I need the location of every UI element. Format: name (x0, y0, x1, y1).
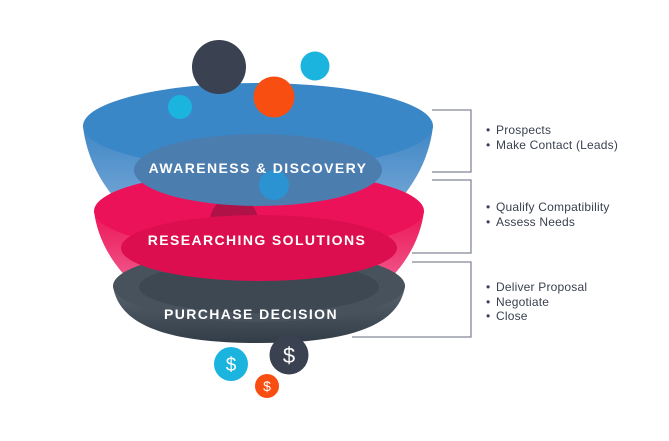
tier3-label: PURCHASE DECISION (164, 306, 338, 322)
dollar-icon: $ (263, 378, 271, 394)
bracket-tier1 (432, 109, 472, 173)
dollar-icon: $ (226, 355, 237, 376)
bracket-tier2 (412, 179, 472, 254)
annotation-text: Deliver Proposal (496, 280, 588, 294)
coin-cyan-circle (214, 347, 248, 381)
bullet-icon: • (486, 137, 491, 152)
bubble-charcoal (192, 40, 246, 94)
tier1-mouth-ellipse (134, 134, 382, 206)
tier2-mouth-ellipse (121, 215, 397, 281)
tier1-label: AWARENESS & DISCOVERY (148, 160, 368, 176)
coin-charcoal-circle (269, 335, 309, 375)
annotation-item: • Negotiate (486, 295, 587, 310)
tier2-label: RESEARCHING SOLUTIONS (147, 232, 367, 248)
annotation-group-tier3: • Deliver Proposal • Negotiate • Close (486, 280, 587, 324)
annotation-item: • Qualify Compatibility (486, 200, 610, 215)
coin-cyan: $ (214, 347, 248, 381)
bracket-tier3 (352, 261, 472, 338)
bullet-icon: • (486, 214, 491, 229)
annotation-group-tier2: • Qualify Compatibility • Assess Needs (486, 200, 610, 229)
bullet-icon: • (486, 123, 491, 137)
annotation-item: • Prospects (486, 123, 618, 138)
falling-dot-blue (259, 170, 289, 200)
annotation-text: Assess Needs (496, 214, 576, 229)
bubble-orange (253, 76, 295, 118)
annotation-item: • Deliver Proposal (486, 280, 587, 295)
coin-charcoal: $ (269, 335, 309, 375)
annotation-item: • Make Contact (Leads) (486, 138, 618, 153)
bubble-cyan-small (168, 95, 192, 119)
annotation-group-tier1: • Prospects • Make Contact (Leads) (486, 123, 618, 152)
annotation-text: Qualify Compatibility (496, 200, 610, 214)
annotation-text: Prospects (496, 123, 552, 137)
dollar-icon: $ (283, 343, 295, 368)
bullet-icon: • (486, 200, 491, 214)
annotation-item: • Assess Needs (486, 215, 610, 230)
annotation-text: Make Contact (Leads) (496, 137, 619, 152)
annotation-text: Close (496, 309, 528, 324)
annotation-item: • Close (486, 309, 587, 324)
bullet-icon: • (486, 294, 491, 309)
coin-orange: $ (255, 374, 279, 398)
annotation-text: Negotiate (496, 294, 550, 309)
coin-orange-circle (255, 374, 279, 398)
bubble-cyan (300, 51, 330, 81)
bullet-icon: • (486, 280, 491, 294)
bullet-icon: • (486, 309, 491, 324)
